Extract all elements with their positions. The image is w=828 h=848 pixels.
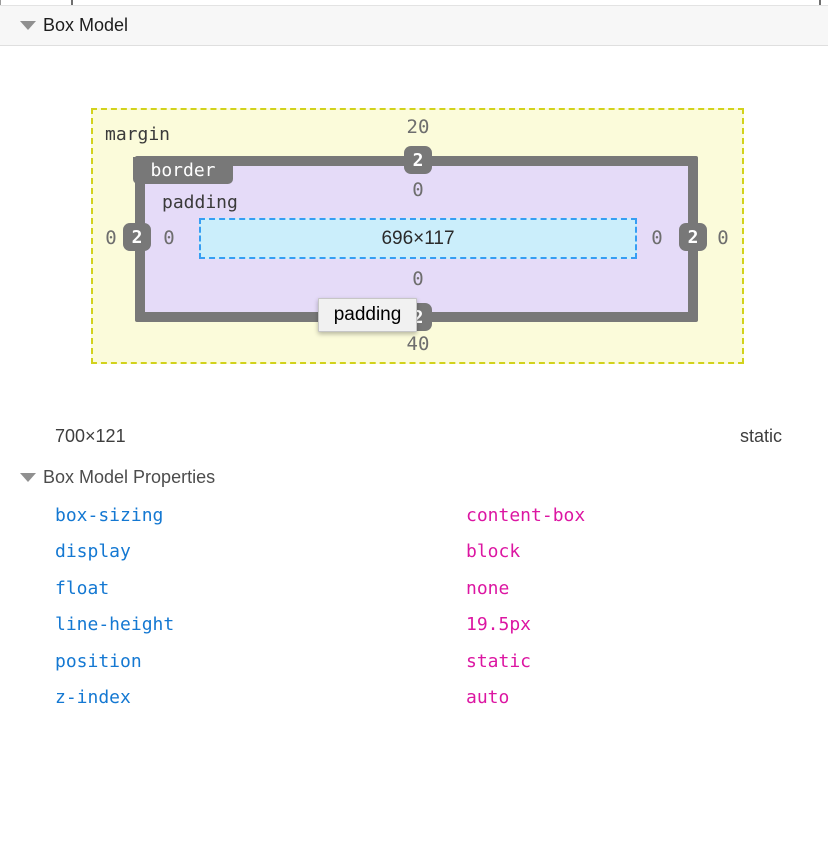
property-row: position static (0, 651, 828, 675)
property-name: line-height (55, 614, 175, 635)
property-value: content-box (466, 505, 586, 526)
pane-divider-tick (71, 0, 73, 5)
property-row: float none (0, 578, 828, 602)
property-row: display block (0, 541, 828, 565)
content-region[interactable]: 696×117 (199, 218, 637, 259)
element-dimensions: 700×121 (55, 426, 126, 446)
property-name: display (55, 541, 131, 562)
pane-divider-tick (0, 0, 1, 5)
border-top-value[interactable]: 2 (404, 146, 432, 174)
margin-top-value[interactable]: 20 (406, 116, 430, 138)
section-title: Box Model (43, 15, 129, 35)
property-value: none (466, 578, 510, 599)
property-name: box-sizing (55, 505, 164, 526)
margin-right-value[interactable]: 0 (717, 227, 729, 249)
property-row: z-index auto (0, 687, 828, 711)
property-name: position (55, 651, 142, 672)
properties-section-title: Box Model Properties (43, 466, 216, 487)
margin-label: margin (105, 124, 171, 145)
margin-bottom-value[interactable]: 40 (406, 333, 430, 355)
property-row: box-sizing content-box (0, 505, 828, 529)
box-model-properties-header[interactable]: Box Model Properties (0, 464, 828, 490)
padding-right-value[interactable]: 0 (651, 227, 663, 249)
chevron-down-icon[interactable] (20, 472, 36, 482)
property-value: auto (466, 687, 510, 708)
padding-left-value[interactable]: 0 (163, 227, 175, 249)
padding-top-value[interactable]: 0 (412, 179, 424, 201)
border-label: border (133, 157, 233, 184)
border-left-value[interactable]: 2 (123, 223, 151, 251)
property-row: line-height 19.5px (0, 614, 828, 638)
element-position: static (739, 426, 782, 446)
padding-bottom-value[interactable]: 0 (412, 268, 424, 290)
box-model-section-header[interactable]: Box Model (0, 5, 828, 46)
content-size-label: 696×117 (381, 227, 455, 249)
padding-tooltip: padding (318, 298, 417, 332)
border-right-value[interactable]: 2 (679, 223, 707, 251)
property-value: static (466, 651, 532, 672)
property-value: block (466, 541, 521, 562)
property-name: z-index (55, 687, 131, 708)
property-value: 19.5px (466, 614, 532, 635)
pane-divider-tick (819, 0, 821, 5)
top-strip (0, 0, 828, 5)
chevron-down-icon[interactable] (20, 21, 36, 30)
margin-left-value[interactable]: 0 (105, 227, 117, 249)
padding-label: padding (162, 192, 238, 213)
property-name: float (55, 578, 110, 599)
